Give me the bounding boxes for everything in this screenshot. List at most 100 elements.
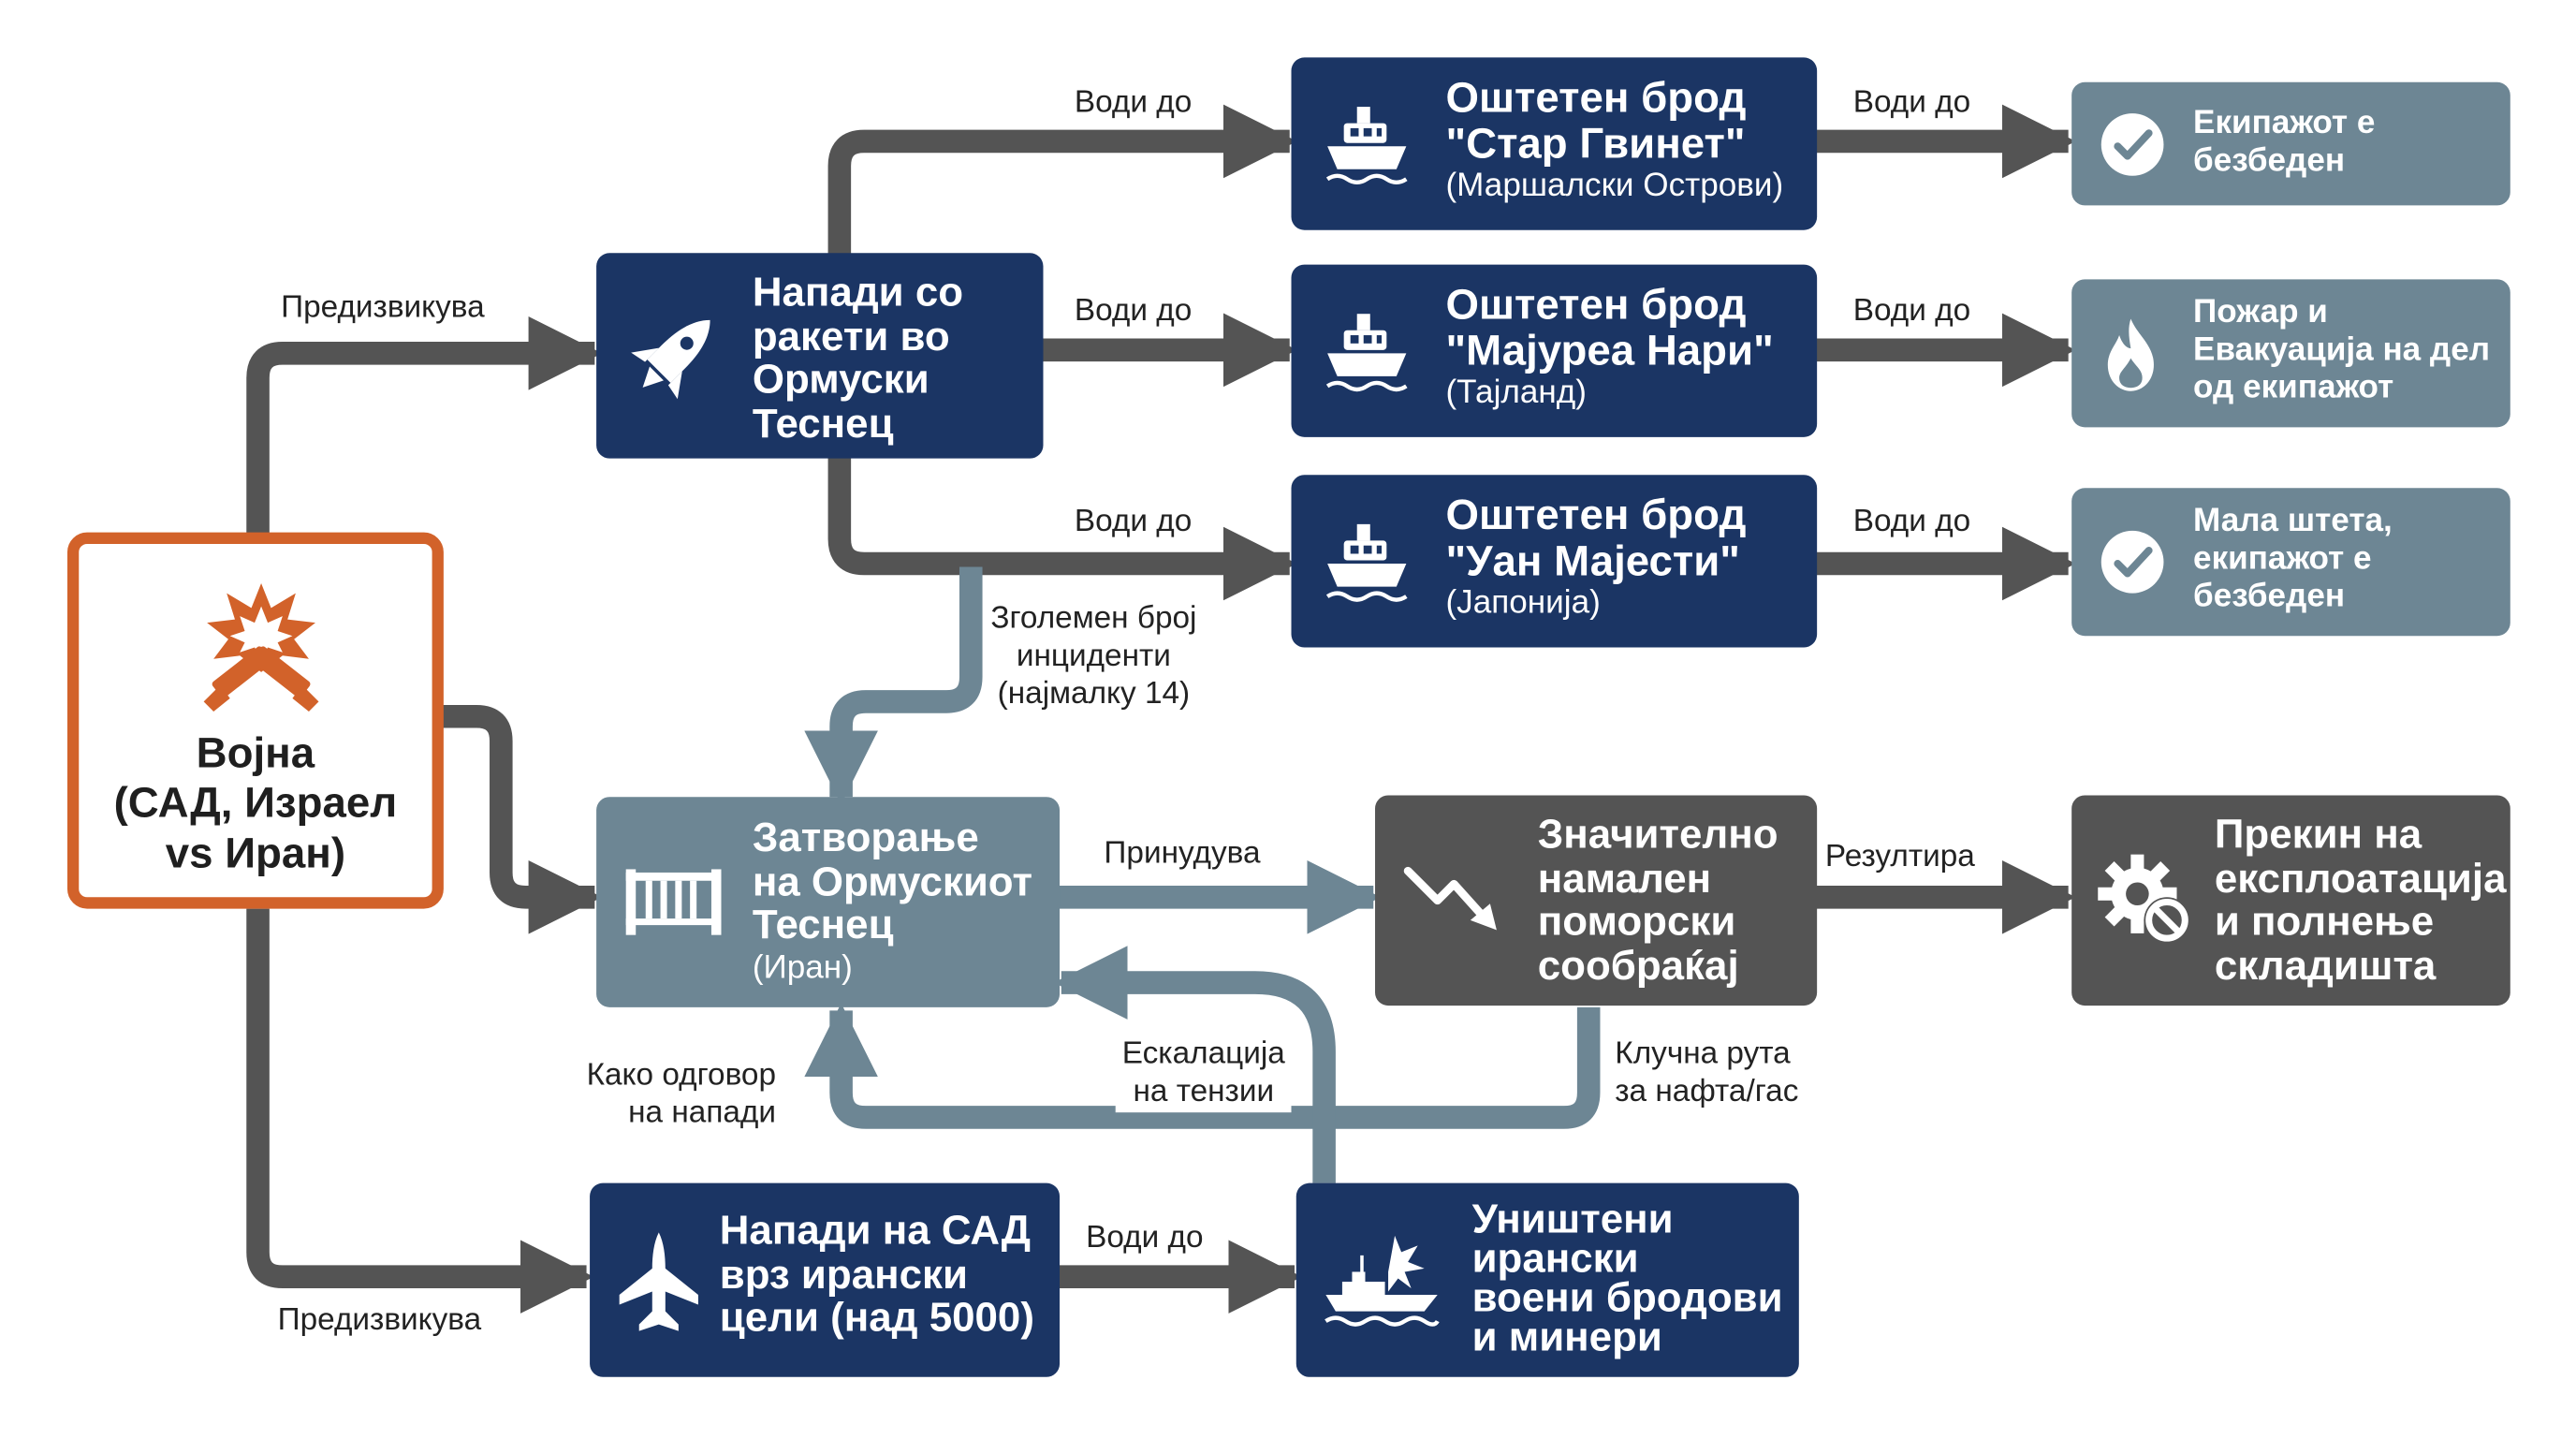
check-circle-icon [2100,113,2164,176]
edge-label-line: на тензии [1133,1074,1275,1109]
ship3-title-line: Оштетен брод [1445,490,1747,539]
ship1-title-line: Оштетен брод [1445,72,1747,122]
strait-closure-actor: (Иран) [752,948,853,986]
edge-label-leads-to: Води до [1852,294,1971,330]
origin-line: vs Иран) [165,828,346,877]
fighter-jet-icon [619,1232,698,1331]
trend-down-icon [1403,866,1497,931]
edge-label-line: Зголемен број [990,601,1197,637]
halt-operations-line: и полнење [2214,899,2435,946]
halt-operations-line: Прекин на [2214,812,2422,859]
ship2-label: Оштетен брод "Мајуреа Нари" (Тајланд) [1445,281,1773,412]
arrow-origin-to-closure [440,704,603,934]
edge-label-leads-to: Води до [1852,504,1971,539]
origin-node: Војна (САД, Израел vs Иран) [66,532,444,909]
ship2-title-line: "Мајуреа Нари" [1445,325,1774,375]
us-attacks-label: Напади на САД врз ирански цели (над 5000… [720,1210,1034,1341]
missile-attacks-line: Теснец [752,400,894,447]
outcome3-line: Мала штета, [2193,503,2393,539]
strait-closure-label: Затворање на Ормускиот Теснец (Иран) [753,816,1032,985]
sinking-warship-icon [1325,1235,1440,1327]
edge-label-provokes: Предизвикува [277,1302,482,1338]
missile-attacks-line: ракети во [752,313,950,360]
us-attacks-node: Напади на САД врз ирански цели (над 5000… [590,1182,1061,1377]
destroyed-warships-line: воени бродови [1471,1274,1783,1322]
outcome2-line: Пожар и [2193,294,2328,330]
arrow-origin-to-usattacks [246,908,594,1314]
halt-operations-line: складишта [2214,942,2437,989]
strait-closure-line: Теснец [752,902,894,948]
outcome3-node: Мала штета, екипажот е безбеден [2071,488,2510,637]
outcome1-line: безбеден [2193,142,2346,180]
edge-label-line: Клучна рута [1615,1036,1791,1072]
missile-attacks-node: Напади со ракети во Ормуски Теснец [596,253,1044,459]
edge-label-key-route: Клучна рута за нафта/гас [1615,1036,1798,1111]
us-attacks-line: Напади на САД [719,1207,1032,1255]
outcome3-line: безбеден [2193,578,2346,615]
edge-label-leads-to: Води до [1086,1221,1204,1255]
outcome2-line: Евакуација на дел [2193,331,2491,369]
gear-cancel-icon [2098,854,2190,944]
arrow-missiles-to-ship3 [827,456,1297,601]
reduced-traffic-node: Значително намален поморски сообраќај [1375,795,1818,1006]
destroyed-warships-node: Уништени ирански воени бродови и минери [1295,1182,1799,1377]
halt-operations-label: Прекин на експлоатација и полнење склади… [2215,814,2507,988]
us-attacks-line: врз ирански [719,1251,968,1298]
edge-label-line: Ескалација [1121,1036,1285,1072]
destroyed-warships-line: Уништени [1471,1196,1674,1242]
edge-label-forces: Принудува [1104,836,1261,872]
arrow-missiles-to-ship1 [827,104,1297,256]
us-attacks-line: цели (над 5000) [719,1295,1034,1342]
arrow-escalation-to-closure [1053,946,1336,1183]
edge-label-leads-to: Води до [1074,504,1193,539]
fire-icon [2107,318,2154,391]
halt-operations-node: Прекин на експлоатација и полнење склади… [2071,795,2510,1006]
ship1-label: Оштетен брод "Стар Гвинет" (Маршалски Ос… [1445,74,1783,205]
outcome2-line: од екипажот [2193,369,2394,406]
ship3-flag: (Јапонија) [1445,585,1601,622]
outcome2-node: Пожар и Евакуација на дел од екипажот [2071,279,2510,428]
edge-label-increased-incidents: Зголемен број инциденти (најмалку 14) [990,601,1196,713]
arrow-keyroute-to-closure [804,1003,1601,1129]
outcome1-line: Екипажот е [2193,105,2376,141]
reduced-traffic-line: поморски [1537,899,1736,946]
edge-label-line: инциденти [1016,639,1171,674]
reduced-traffic-line: сообраќај [1537,942,1739,989]
explosion-missiles-icon [203,583,319,712]
ship1-title-line: "Стар Гвинет" [1445,118,1746,169]
destroyed-warships-line: ирански [1471,1235,1639,1282]
outcome3-line: екипажот е [2193,540,2372,578]
edge-label-results: Резултира [1824,839,1975,874]
edge-label-line: Како одговор [586,1058,777,1094]
destroyed-warships-label: Уништени ирански воени бродови и минери [1471,1196,1783,1361]
reduced-traffic-line: намален [1537,855,1712,902]
missile-attacks-line: Напади со [752,269,964,316]
edge-label-leads-to: Води до [1074,85,1193,121]
missile-attacks-line: Ормуски [752,356,929,403]
origin-label: Војна (САД, Израел vs Иран) [79,728,432,878]
halt-operations-line: експлоатација [2214,855,2507,902]
ship3-label: Оштетен брод "Уан Мајести" (Јапонија) [1445,492,1746,623]
edge-label-line: на напади [628,1095,777,1131]
outcome2-label: Пожар и Евакуација на дел од екипажот [2193,294,2490,407]
ship2-flag: (Тајланд) [1445,374,1587,412]
ship3-node: Оштетен брод "Уан Мајести" (Јапонија) [1291,475,1818,648]
origin-line: (САД, Израел [113,777,398,828]
destroyed-warships-line: и минери [1471,1314,1662,1361]
ship1-node: Оштетен брод "Стар Гвинет" (Маршалски Ос… [1291,57,1818,230]
check-circle-icon [2100,530,2164,594]
missile-attacks-label: Напади со ракети во Ормуски Теснец [753,272,963,446]
ship-icon [1325,523,1408,602]
strait-closure-line: Затворање [752,815,979,861]
reduced-traffic-line: Значително [1537,812,1778,859]
ship2-node: Оштетен брод "Мајуреа Нари" (Тајланд) [1291,264,1818,437]
barrier-gate-icon [625,869,722,935]
outcome1-label: Екипажот е безбеден [2193,105,2375,181]
ship3-title-line: "Уан Мајести" [1445,536,1740,585]
edge-label-leads-to: Води до [1074,294,1193,330]
edge-label-escalation: Ескалација на тензии [1115,1036,1292,1112]
edge-label-provokes: Предизвикува [281,290,485,326]
ship-icon [1325,107,1408,185]
ship2-title-line: Оштетен брод [1445,279,1747,330]
